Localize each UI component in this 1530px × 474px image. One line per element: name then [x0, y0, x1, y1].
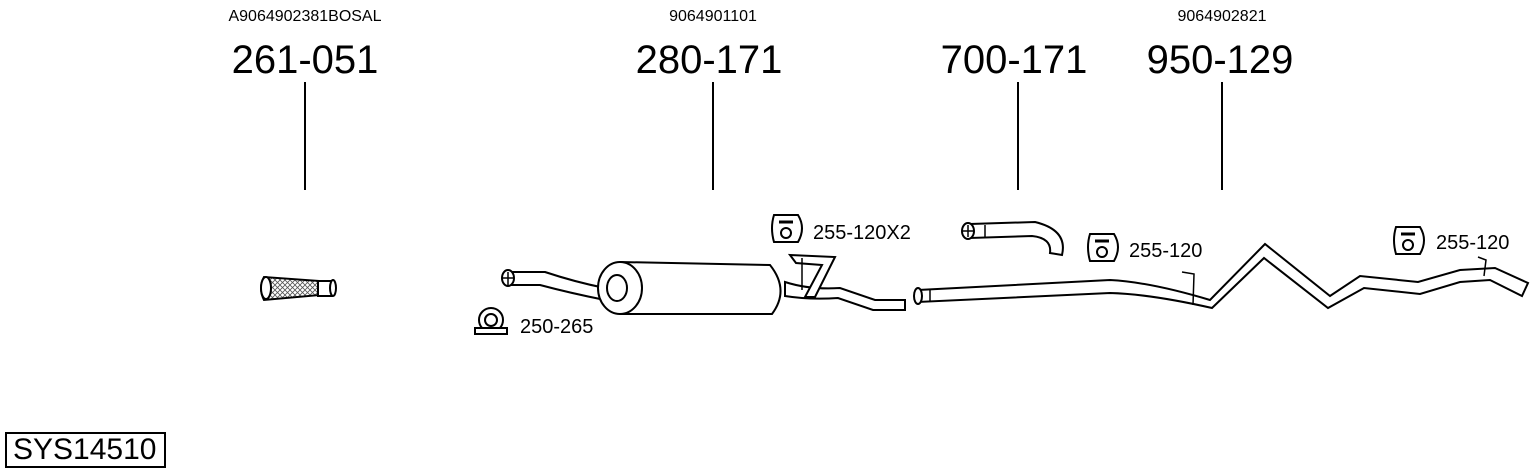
- accessory-label-255-120[interactable]: 255-120: [1129, 240, 1203, 262]
- part-reference-261-051: A9064902381BOSAL: [228, 8, 382, 25]
- accessory-label-250-265[interactable]: 250-265: [520, 316, 594, 338]
- middle-silencer-280-171[interactable]: [501, 253, 906, 315]
- part-number-950-129[interactable]: 950-129: [1146, 38, 1294, 82]
- part-reference-280-171: 9064901101: [669, 8, 757, 25]
- leader-line-700-171: [1017, 82, 1019, 190]
- system-code-box: SYS14510: [5, 432, 166, 468]
- leader-line-261-051: [304, 82, 306, 190]
- rubber-hanger-icon: [1393, 226, 1425, 255]
- part-number-261-051[interactable]: 261-051: [231, 38, 379, 82]
- part-number-280-171[interactable]: 280-171: [635, 38, 783, 82]
- flex-pipe-261-051[interactable]: [260, 275, 337, 302]
- pipe-clamp-icon: [474, 307, 508, 335]
- part-reference-950-129: 9064902821: [1177, 8, 1267, 25]
- leader-line-950-129: [1221, 82, 1223, 190]
- rubber-hanger-icon: [771, 214, 803, 243]
- accessory-label-255-120x2[interactable]: 255-120X2: [813, 222, 911, 244]
- accessory-label-255-120[interactable]: 255-120: [1436, 232, 1510, 254]
- connecting-pipe-700-171[interactable]: [961, 220, 1064, 257]
- part-number-700-171[interactable]: 700-171: [940, 38, 1088, 82]
- rubber-hanger-icon: [1087, 233, 1119, 262]
- tail-pipe-950-129[interactable]: [913, 242, 1530, 310]
- leader-line-280-171: [712, 82, 714, 190]
